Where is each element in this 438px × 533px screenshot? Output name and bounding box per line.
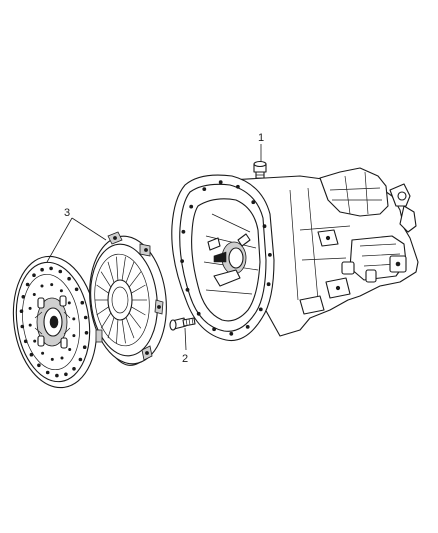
rivet-hole — [40, 284, 44, 288]
rivet-hole — [67, 301, 71, 305]
callout-group-3: 3 — [46, 207, 107, 263]
clutch-disc — [12, 255, 98, 389]
rivet-hole — [74, 287, 79, 292]
spring-finger — [131, 306, 146, 316]
rivet-hole — [266, 282, 271, 287]
spring-finger — [96, 284, 109, 294]
rivet-hole — [32, 292, 36, 296]
rivet-hole — [80, 300, 85, 305]
clutch-pressure-plate — [89, 231, 167, 366]
rivet-hole — [251, 200, 256, 205]
rivet-hole — [262, 224, 267, 229]
spring-finger — [128, 312, 142, 329]
spring-finger — [100, 312, 112, 329]
rivet-hole — [258, 307, 263, 312]
spring-finger — [107, 261, 115, 283]
rivet-hole — [212, 327, 217, 332]
spring-finger — [96, 306, 109, 316]
rivet-hole — [83, 315, 88, 320]
spring-finger — [100, 271, 112, 288]
rivet-hole — [32, 273, 36, 278]
callout-3: 3 — [64, 207, 70, 219]
rivet-hole — [189, 204, 194, 209]
bell-housing-bolt-holes — [180, 180, 272, 336]
rivet-hole — [58, 269, 63, 274]
callout-group-2: 2 — [182, 327, 188, 365]
rivet-hole — [50, 357, 54, 361]
diaphragm-spring-fingers — [95, 256, 147, 344]
rivet-hole — [59, 289, 63, 293]
rivet-hole — [41, 351, 45, 355]
rivet-hole — [72, 334, 76, 338]
rivet-hole — [40, 267, 44, 272]
rivet-hole — [25, 282, 30, 287]
rivet-hole — [185, 287, 190, 292]
rivet-hole — [20, 324, 25, 329]
rivet-hole — [50, 283, 54, 287]
rivet-hole — [78, 357, 83, 362]
spring-finger — [116, 319, 119, 344]
rivet-hole — [28, 306, 32, 310]
callout-group-1: 1 — [258, 132, 264, 162]
rivet-hole — [245, 324, 250, 329]
spring-finger — [131, 284, 146, 294]
rivet-hole — [84, 330, 89, 335]
callout-2: 2 — [182, 353, 188, 365]
callout-1: 1 — [258, 132, 264, 144]
rivet-hole — [68, 347, 72, 351]
friction-rivet-holes — [19, 266, 89, 378]
rivet-hole — [37, 363, 41, 368]
rivet-hole — [45, 370, 50, 375]
rivet-hole — [23, 339, 28, 344]
rivet-hole — [28, 323, 32, 327]
spring-finger — [125, 317, 135, 339]
rivet-hole — [180, 259, 185, 264]
rivet-hole — [229, 331, 234, 336]
rivet-hole — [202, 187, 207, 192]
rivet-hole — [49, 266, 53, 271]
rivet-hole — [64, 372, 68, 377]
rivet-hole — [21, 294, 26, 299]
transmission-assembly — [171, 167, 419, 342]
bolt-2 — [169, 317, 196, 331]
spring-finger — [121, 256, 126, 281]
rivet-hole — [55, 373, 59, 378]
rivet-hole — [29, 352, 34, 357]
rivet-hole — [67, 276, 71, 281]
spring-finger — [107, 317, 115, 339]
rivet-hole — [72, 366, 76, 371]
spring-finger — [116, 256, 119, 281]
rivet-hole — [196, 311, 201, 316]
rivet-hole — [60, 356, 64, 360]
rivet-hole — [218, 180, 223, 185]
spring-finger — [128, 271, 142, 288]
rivet-hole — [19, 309, 24, 314]
spring-finger — [125, 261, 135, 283]
rivet-hole — [72, 317, 76, 321]
rivet-hole — [267, 252, 272, 257]
rivet-hole — [235, 184, 240, 189]
rivet-hole — [82, 345, 87, 350]
rivet-hole — [181, 229, 186, 234]
rivet-hole — [33, 339, 37, 343]
spring-finger — [121, 319, 126, 344]
